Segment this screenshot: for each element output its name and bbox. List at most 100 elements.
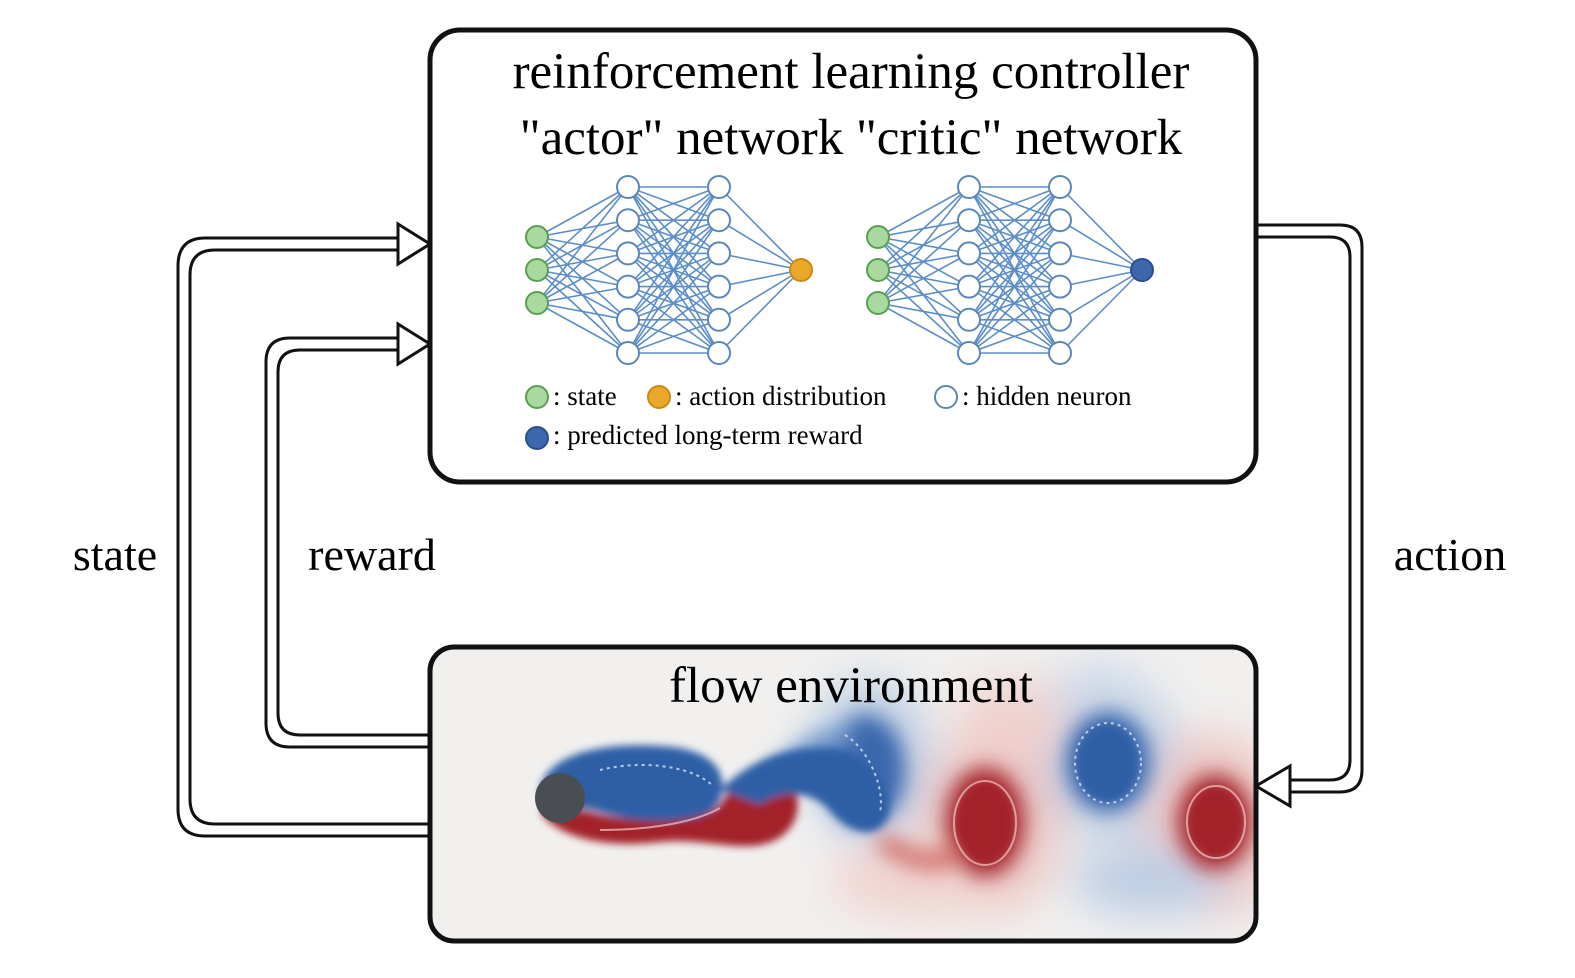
critic-edge <box>1059 269 1143 288</box>
critic-edge <box>877 252 970 304</box>
legend-hidden-label: : hidden neuron <box>962 381 1132 411</box>
actor-edge <box>536 219 629 304</box>
controller-title: reinforcement learning controller <box>513 44 1190 100</box>
critic-hidden-node <box>957 341 981 365</box>
actor-edge <box>627 219 720 354</box>
critic-hidden-node <box>957 274 981 299</box>
critic-hidden-node <box>957 241 981 266</box>
actor-edge <box>718 269 802 288</box>
actor-edge <box>536 186 629 271</box>
critic-reward-output-node <box>1130 258 1154 282</box>
actor-state-node <box>525 225 549 249</box>
actor-network <box>525 175 813 365</box>
actor-hidden-node <box>616 341 640 365</box>
critic-state-node <box>866 225 890 249</box>
actor-edge <box>718 269 802 354</box>
critic-edge <box>877 219 970 304</box>
actor-hidden-node <box>616 208 640 233</box>
state-label: state <box>73 529 157 580</box>
legend-reward-label: : predicted long-term reward <box>553 420 863 450</box>
actor-hidden-node <box>707 208 731 233</box>
actor-edge <box>718 269 802 321</box>
actor-edge <box>718 252 802 271</box>
controller-subtitle: "actor" network "critic" network <box>520 110 1183 166</box>
legend-reward-node <box>525 426 549 450</box>
critic-edge <box>968 186 1061 354</box>
critic-hidden-node <box>957 208 981 233</box>
actor-edge <box>536 302 629 321</box>
critic-hidden-node <box>957 307 981 332</box>
critic-edge <box>1059 252 1143 271</box>
actor-action-output-node <box>789 258 813 282</box>
actor-hidden-node <box>707 307 731 332</box>
critic-edge <box>968 219 1061 354</box>
action-arrow <box>1253 223 1364 809</box>
critic-edge <box>968 186 1061 288</box>
actor-edge <box>536 186 629 238</box>
actor-edge <box>536 302 629 354</box>
actor-hidden-node <box>616 274 640 299</box>
environment-box <box>427 644 1259 944</box>
critic-edge <box>968 186 1061 255</box>
critic-edge <box>968 186 1061 321</box>
critic-hidden-node <box>1048 274 1072 299</box>
actor-hidden-node <box>616 175 640 199</box>
actor-hidden-node <box>707 274 731 299</box>
legend-action-label: : action distribution <box>675 381 887 411</box>
critic-edge <box>968 186 1061 221</box>
legend-state-node <box>525 385 549 409</box>
critic-edge <box>877 186 970 271</box>
actor-edge <box>627 252 720 354</box>
critic-hidden-node <box>1048 175 1072 199</box>
actor-hidden-node <box>707 241 731 266</box>
legend-hidden-node <box>934 385 958 409</box>
critic-edge <box>968 285 1061 354</box>
critic-hidden-node <box>1048 341 1072 365</box>
actor-state-node <box>525 258 549 282</box>
critic-edge <box>877 285 970 304</box>
critic-edge <box>877 302 970 354</box>
actor-edge <box>718 186 802 271</box>
critic-edge <box>1059 219 1143 271</box>
reward-arrow <box>264 321 433 749</box>
legend-action-node <box>647 385 671 409</box>
controller-box <box>427 27 1259 485</box>
critic-state-node <box>866 258 890 282</box>
critic-hidden-node <box>957 175 981 199</box>
critic-network <box>866 175 1154 365</box>
actor-edge <box>627 285 720 354</box>
actor-edge <box>536 285 629 304</box>
critic-edge <box>877 302 970 321</box>
critic-edge <box>968 252 1061 354</box>
actor-edge <box>627 186 720 221</box>
actor-hidden-node <box>616 241 640 266</box>
critic-edge <box>968 319 1061 354</box>
environment-title: flow environment <box>669 658 1033 714</box>
critic-edge <box>1059 269 1143 321</box>
critic-hidden-node <box>1048 307 1072 332</box>
actor-edge <box>718 219 802 271</box>
vortex-street-field <box>535 665 1255 915</box>
critic-hidden-node <box>1048 241 1072 266</box>
critic-edge <box>877 186 970 304</box>
critic-edge <box>1059 186 1143 271</box>
actor-state-node <box>525 291 549 315</box>
state-arrow <box>176 221 433 838</box>
actor-edge <box>536 186 629 304</box>
actor-hidden-node <box>707 175 731 199</box>
actor-hidden-node <box>616 307 640 332</box>
critic-edge <box>877 186 970 238</box>
cylinder <box>535 773 585 823</box>
actor-edge <box>627 186 720 354</box>
critic-hidden-node <box>1048 208 1072 233</box>
actor-edge <box>627 186 720 321</box>
actor-edge <box>627 319 720 354</box>
legend: : state : action distribution : hidden n… <box>525 381 1132 450</box>
actor-hidden-node <box>707 341 731 365</box>
action-label: action <box>1394 529 1506 580</box>
actor-edge <box>627 186 720 288</box>
actor-edge <box>627 186 720 255</box>
reward-label: reward <box>308 529 436 580</box>
critic-edge <box>1059 269 1143 354</box>
